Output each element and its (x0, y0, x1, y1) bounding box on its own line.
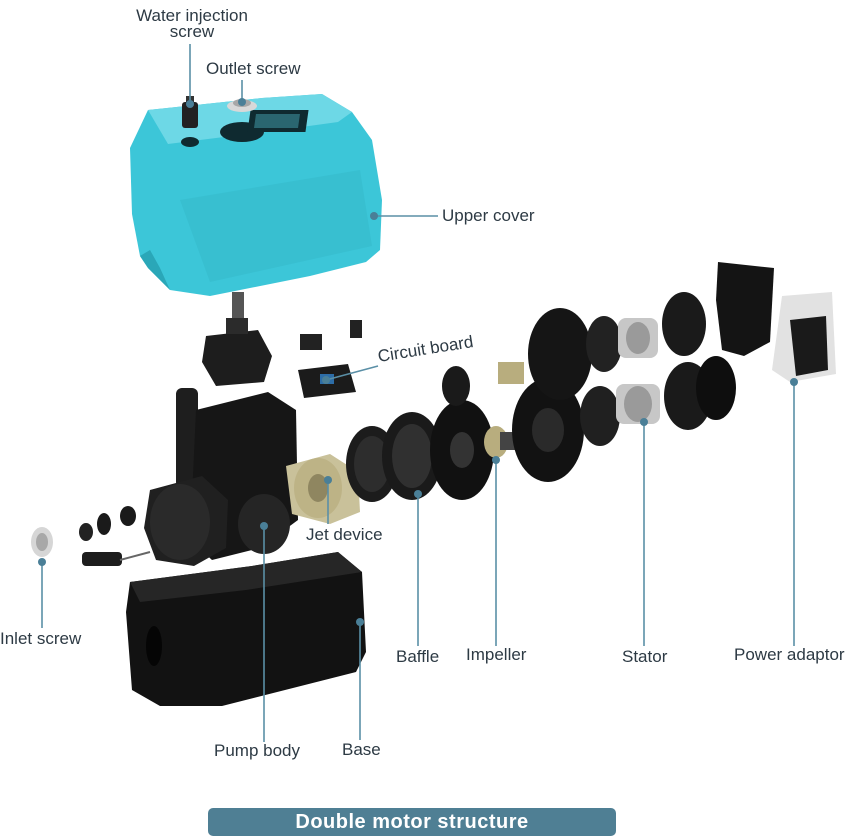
label-outlet-screw: Outlet screw (206, 59, 301, 78)
label-impeller: Impeller (466, 645, 527, 664)
lower-motor-part (484, 356, 736, 482)
small-fittings-part (79, 506, 151, 566)
label-pump-body: Pump body (214, 741, 300, 760)
upper-cover-part (130, 94, 382, 296)
leader-lines (41, 44, 795, 742)
label-base: Base (342, 740, 381, 759)
power-adaptor-part (772, 292, 836, 382)
pump-body-part (144, 388, 298, 566)
label-water-injection-screw: Water injection screw (136, 6, 248, 41)
label-baffle: Baffle (396, 647, 440, 666)
title-banner: Double motor structure (208, 808, 616, 836)
label-stator: Stator (622, 647, 668, 666)
label-inlet-screw: Inlet screw (0, 629, 82, 648)
inlet-screw-part (31, 527, 53, 557)
upper-motor-part (442, 262, 774, 406)
valve-part (202, 318, 272, 386)
circuit-board-part (298, 320, 362, 398)
label-power-adaptor: Power adaptor (734, 645, 845, 664)
base-part (126, 552, 366, 706)
leader-dots (38, 98, 798, 626)
label-jet-device: Jet device (306, 525, 383, 544)
jet-device-part (286, 454, 360, 524)
label-upper-cover: Upper cover (442, 206, 535, 225)
baffle-part (346, 400, 494, 502)
